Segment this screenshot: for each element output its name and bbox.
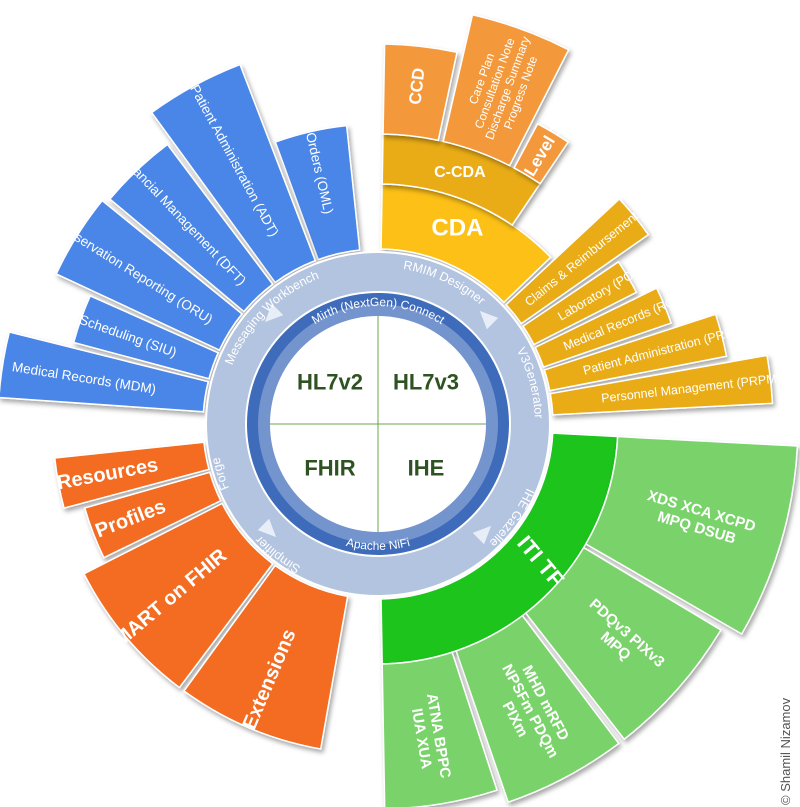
quadrant-hl7v3: HL7v3 bbox=[393, 370, 459, 395]
hl7v2-segment-5 bbox=[72, 294, 220, 380]
hl7v3-segment-1 bbox=[504, 197, 650, 325]
hl7v3-segment-5 bbox=[549, 354, 774, 416]
ihe-profile-sector-2 bbox=[524, 546, 722, 741]
hl7v3-segment-3 bbox=[534, 287, 673, 368]
quadrant-ihe: IHE bbox=[408, 456, 445, 481]
hl7v3-segment-2 bbox=[522, 260, 638, 346]
fhir-segment-2 bbox=[83, 471, 222, 559]
quadrant-fhir: FHIR bbox=[304, 456, 355, 481]
inner-tool-nifi: Apache NiFi bbox=[345, 535, 411, 553]
cda-sub-label-1: CCD bbox=[405, 67, 428, 106]
cda-sub-sector-1 bbox=[382, 43, 458, 142]
hl7v2-segment-6 bbox=[0, 331, 210, 413]
hl7v2-segment-4 bbox=[55, 199, 244, 352]
quadrant-hl7v2: HL7v2 bbox=[297, 370, 363, 395]
hl7v2-segment-1 bbox=[274, 124, 361, 261]
hl7v2-segment-3 bbox=[108, 143, 274, 313]
fhir-segment-4 bbox=[182, 564, 349, 750]
copyright-text: © Shamil Nizamov bbox=[778, 697, 793, 805]
ring-arrow-3 bbox=[257, 518, 277, 538]
cda-main-label: CDA bbox=[431, 214, 483, 241]
cda-sub-sector-3 bbox=[513, 122, 570, 185]
ring-arrow-4 bbox=[472, 525, 492, 545]
cda-sub-sector-2 bbox=[442, 13, 570, 167]
ihe-profile-sector-1 bbox=[584, 435, 799, 636]
hl7v3-segment-4 bbox=[543, 313, 728, 392]
ccda-label: C-CDA bbox=[434, 163, 486, 180]
ring-arrow-2 bbox=[264, 303, 284, 323]
ring-arrow-1 bbox=[479, 310, 499, 330]
hl7v2-segment-2 bbox=[150, 63, 317, 284]
fhir-segment-1 bbox=[53, 441, 210, 510]
fhir-segment-3 bbox=[82, 502, 274, 689]
ihe-profile-sector-3 bbox=[455, 614, 620, 804]
